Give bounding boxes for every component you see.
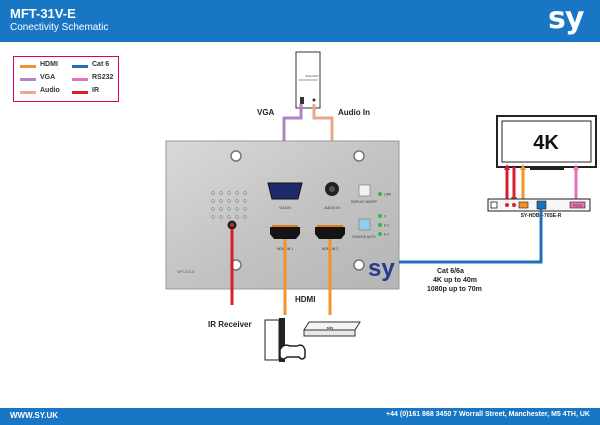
receiver-power-port xyxy=(490,201,498,209)
display-stand xyxy=(530,167,564,170)
led-h1 xyxy=(378,223,382,227)
cat6-1080p-distance: 1080p up to 70m xyxy=(427,286,482,293)
legend-swatch-audio xyxy=(20,91,36,94)
gamepad-icon xyxy=(279,344,306,360)
cat6-cable-label: Cat 6/6a xyxy=(437,268,464,275)
sky-box-logo: sky xyxy=(327,325,334,330)
vga-cable-label: VGA xyxy=(257,108,275,117)
receiver-hdmi-out-port xyxy=(518,201,529,209)
footer-bar: WWW.SY.UK +44 (0)161 868 3450 7 Worrall … xyxy=(0,408,600,425)
audio-in-port-hole xyxy=(329,186,335,192)
mount-hole-tr xyxy=(353,150,365,162)
vga-in-label: VGA IN xyxy=(279,206,291,210)
pc-source: VGA OUT xyxy=(295,51,321,109)
mount-hole-tl xyxy=(230,150,242,162)
legend-label-vga: VGA xyxy=(40,74,56,81)
brand-logo: sy xyxy=(548,1,584,36)
receiver-ir-port-1 xyxy=(505,203,509,207)
display-onoff-label: DISPLAY ON/OFF xyxy=(351,200,377,204)
legend-label-hdmi: HDMI xyxy=(40,61,58,68)
wall-plate-model: MFT-31V-E xyxy=(177,270,195,274)
source-auto-button xyxy=(358,218,371,231)
receiver-rs232-label: RS232 xyxy=(573,204,583,208)
hdmi-in-2-trim xyxy=(317,225,343,227)
led-v-label: V xyxy=(384,215,387,219)
legend-label-ir: IR xyxy=(92,87,99,94)
legend-swatch-ir xyxy=(72,91,88,94)
legend-label-audio: Audio xyxy=(40,87,60,94)
mount-hole-br xyxy=(353,259,365,271)
hdmi-arrow xyxy=(520,164,526,170)
console-body xyxy=(264,319,280,361)
receiver-hdbt-in-port xyxy=(536,200,547,210)
display-onoff-button xyxy=(358,184,371,197)
led-h2-label: H 2 xyxy=(384,233,389,237)
console-side xyxy=(279,318,285,362)
legend-swatch-vga xyxy=(20,78,36,81)
footer-contact: +44 (0)161 868 3450 7 Worrall Street, Ma… xyxy=(386,411,590,418)
led-h1-label: H 1 xyxy=(384,224,389,228)
audio-cable-label: Audio In xyxy=(338,108,370,117)
hdbt-receiver: RS232 SY-HDBT-70SE-R xyxy=(487,198,591,219)
receiver-ir-port-2 xyxy=(512,203,516,207)
display-label: 4K xyxy=(533,132,559,154)
hdmi-in-2-port xyxy=(315,227,345,239)
receiver-rs232-port xyxy=(569,201,586,209)
pc-audio-port xyxy=(312,98,316,102)
sky-box: sky xyxy=(303,321,361,337)
sky-box-front xyxy=(303,329,356,337)
legend-label-cat6: Cat 6 xyxy=(92,61,110,68)
link-led xyxy=(378,192,382,196)
wall-plate-logo: sy xyxy=(368,255,395,282)
led-h2 xyxy=(378,232,382,236)
hdmi-in-1-trim xyxy=(272,225,298,227)
page-subtitle: Conectivity Schematic xyxy=(10,22,109,33)
ir-arrow-1 xyxy=(504,164,510,170)
game-console xyxy=(264,318,306,362)
ir-receiver-label: IR Receiver xyxy=(208,320,252,329)
legend-swatch-rs232 xyxy=(72,78,88,81)
pc-vga-port xyxy=(300,97,304,104)
link-led-label: LINK xyxy=(384,193,392,197)
led-v xyxy=(378,214,382,218)
display-screen xyxy=(501,120,592,163)
rs232-arrow xyxy=(573,164,579,170)
hdmi-in-1-port xyxy=(270,227,300,239)
wall-plate: VGA IN AUDIO IN DISPLAY ON/OFF LINK SOUR… xyxy=(165,140,400,290)
vga-in-port xyxy=(267,182,303,200)
ir-jack-core xyxy=(230,223,234,227)
display-4k: 4K xyxy=(496,115,597,170)
cat6-4k-distance: 4K up to 40m xyxy=(433,277,477,284)
pc-vga-out-label: VGA OUT xyxy=(305,74,319,78)
legend-label-rs232: RS232 xyxy=(92,74,114,81)
cat6-cable xyxy=(399,209,543,264)
header-bar: MFT-31V-E Conectivity Schematic sy xyxy=(0,0,600,42)
vent-grid xyxy=(211,191,247,219)
page-title: MFT-31V-E xyxy=(10,6,76,21)
source-auto-label: SOURCE AUTO xyxy=(352,235,376,239)
cable-legend: HDMI Cat 6 VGA RS232 Audio IR xyxy=(13,56,119,102)
footer-website: WWW.SY.UK xyxy=(10,411,58,420)
hdmi-cable-label: HDMI xyxy=(295,295,315,304)
legend-swatch-cat6 xyxy=(72,65,88,68)
audio-in-label: AUDIO IN xyxy=(324,206,340,210)
legend-swatch-hdmi xyxy=(20,65,36,68)
